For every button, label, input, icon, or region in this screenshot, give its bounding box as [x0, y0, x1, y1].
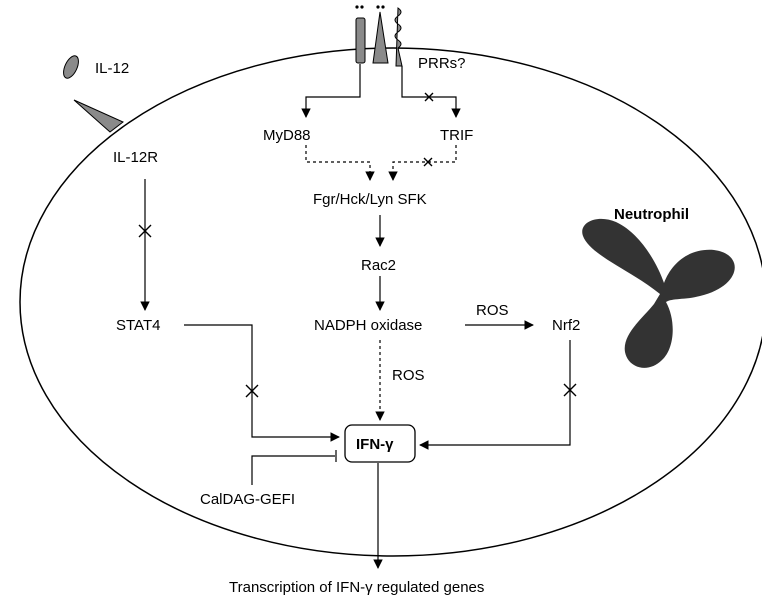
label-trif: TRIF	[440, 127, 473, 144]
edge-prr-trif	[401, 66, 461, 118]
il12-ligand-shape	[63, 55, 79, 79]
edge-myd88-sfk	[305, 145, 375, 181]
block-cross-trif-sfk	[423, 157, 433, 167]
ifng-box	[344, 424, 416, 463]
label-rac2: Rac2	[361, 257, 396, 274]
label-ifng: IFN-γ	[356, 436, 394, 453]
label-ros-down: ROS	[392, 367, 425, 384]
neutrophil-icon	[582, 218, 735, 368]
edge-trif-sfk	[388, 145, 457, 181]
block-cross-nrf2	[563, 383, 577, 397]
prr-receptors-icon	[355, 5, 403, 67]
label-prrs: PRRs?	[418, 55, 466, 72]
label-neutrophil: Neutrophil	[614, 206, 689, 223]
label-nadph: NADPH oxidase	[314, 317, 422, 334]
label-il12r: IL-12R	[113, 149, 158, 166]
block-cross-trif	[424, 92, 434, 102]
label-sfk: Fgr/Hck/Lyn SFK	[313, 191, 427, 208]
edge-prr-myd88	[301, 64, 361, 118]
label-stat4: STAT4	[116, 317, 160, 334]
label-ros-right: ROS	[476, 302, 509, 319]
cell-membrane	[19, 47, 762, 557]
label-myd88: MyD88	[263, 127, 311, 144]
edge-caldag-ifng	[251, 455, 335, 485]
edge-stat4-ifng	[184, 324, 340, 442]
label-transcription: Transcription of IFN-γ regulated genes	[229, 579, 484, 596]
edge-nrf2-ifng	[419, 340, 571, 450]
block-cross-stat4	[138, 224, 152, 238]
il12-receptor-shape	[73, 99, 124, 133]
label-caldag: CalDAG-GEFI	[200, 491, 295, 508]
label-nrf2: Nrf2	[552, 317, 580, 334]
label-il12: IL-12	[95, 60, 129, 77]
block-cross-stat4-ifng	[245, 384, 259, 398]
